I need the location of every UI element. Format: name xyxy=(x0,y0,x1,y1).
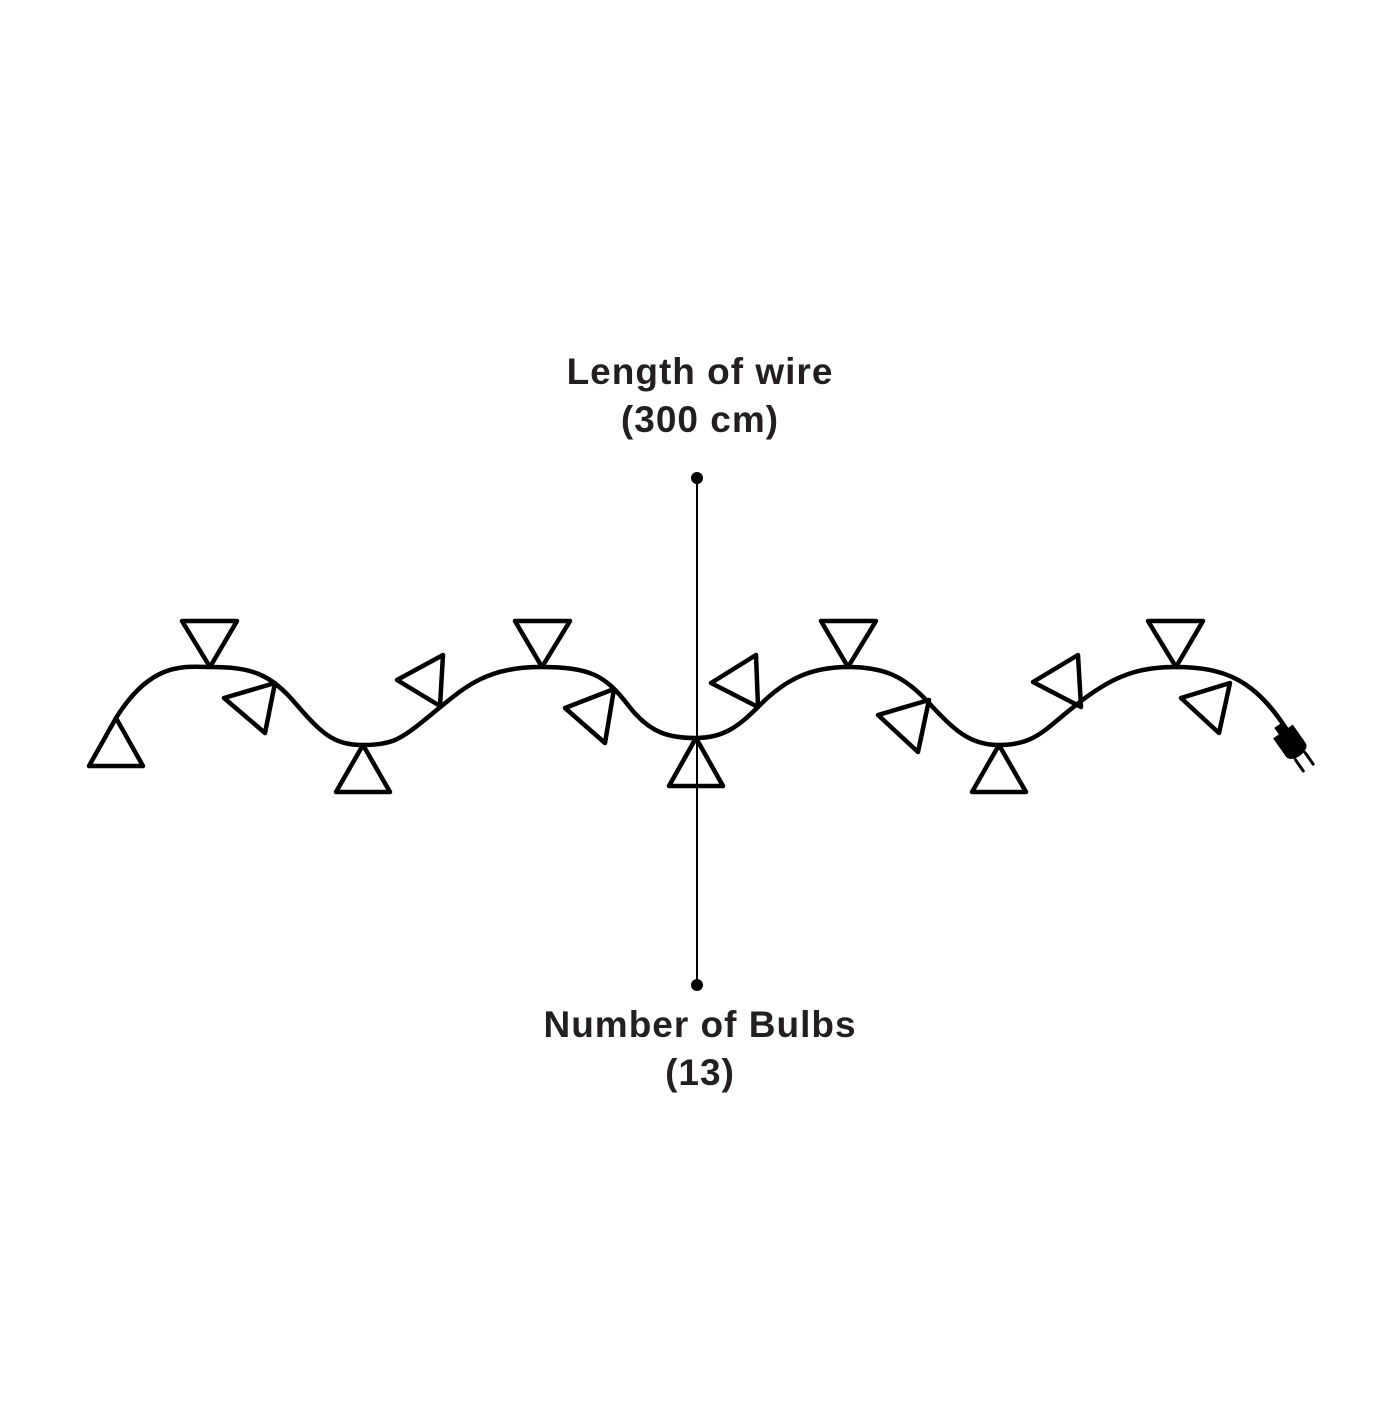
triangle-bulb-icon xyxy=(818,618,879,670)
triangle-bulb-icon xyxy=(562,686,617,746)
wire-length-title: Length of wire xyxy=(566,351,834,392)
triangle-bulb-icon xyxy=(221,680,278,736)
bulbs xyxy=(86,618,1233,795)
bulb-count-title: Number of Bulbs xyxy=(543,1004,857,1045)
leader-dot-bottom xyxy=(691,979,703,991)
leader-dot-top xyxy=(691,472,703,484)
triangle-bulb-icon xyxy=(1145,618,1206,670)
triangle-bulb-icon xyxy=(333,742,393,795)
triangle-bulb-icon xyxy=(512,618,573,670)
annotation-leader xyxy=(691,472,703,991)
triangle-bulb-icon xyxy=(875,697,932,755)
plug-icon xyxy=(1273,722,1315,773)
triangle-bulb-icon xyxy=(394,652,446,709)
triangle-bulb-icon xyxy=(1030,652,1084,710)
triangle-bulb-icon xyxy=(1178,680,1233,736)
triangle-bulb-icon xyxy=(666,735,726,789)
bulb-count-label: Number of Bulbs (13) xyxy=(0,1001,1400,1097)
triangle-bulb-icon xyxy=(708,652,761,710)
triangle-bulb-icon xyxy=(969,742,1029,795)
triangle-bulb-icon xyxy=(179,618,240,670)
wire xyxy=(113,664,1290,748)
wire-length-label: Length of wire (300 cm) xyxy=(0,348,1400,444)
wire-length-value: (300 cm) xyxy=(620,399,780,440)
bulb-count-value: (13) xyxy=(665,1052,735,1093)
triangle-bulb-icon xyxy=(86,715,146,769)
